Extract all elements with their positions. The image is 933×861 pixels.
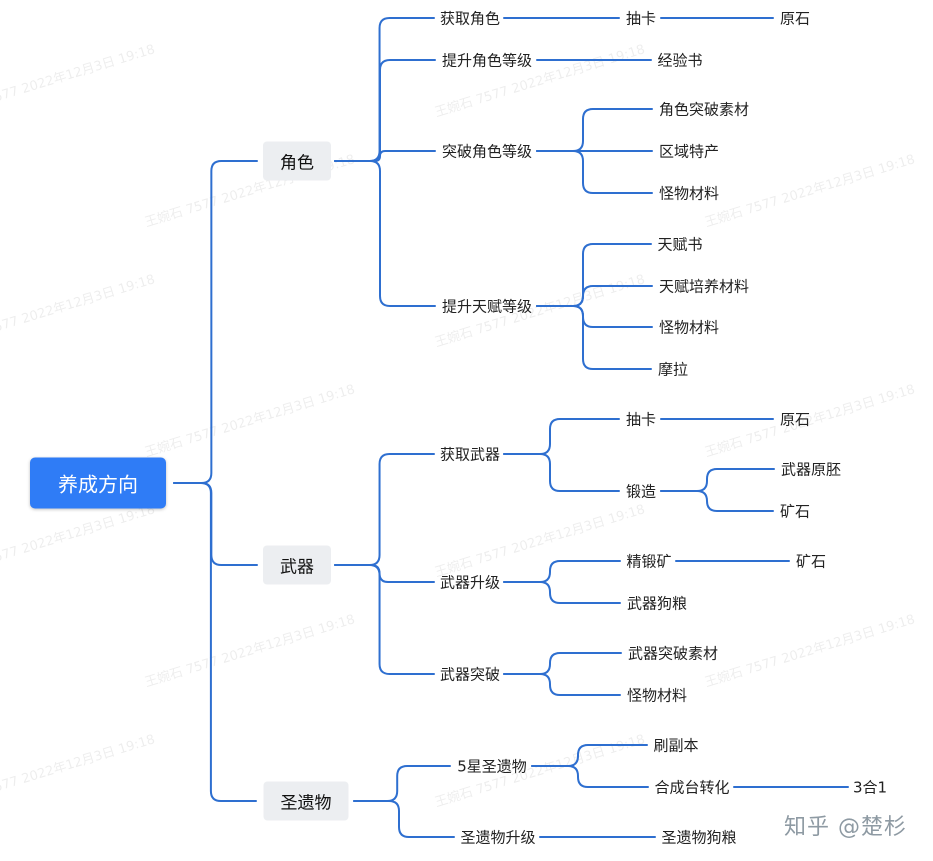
topic-node-c-yuanshi[interactable]: 原石 [779,9,811,28]
connector-wuqi-to-w-tupo [334,564,435,675]
branch-node-artifact[interactable]: 圣遗物 [263,781,349,821]
connector-w-tupo-to-w-guaiwu [503,673,621,696]
topic-node-c-mola[interactable]: 摩拉 [657,360,689,379]
connector-w-shengji-to-w-jingduan [503,560,621,583]
topic-node-w-yuanpi[interactable]: 武器原胚 [780,460,842,479]
topic-node-s-3he1[interactable]: 3合1 [852,778,888,797]
root-topic-node[interactable]: 养成方向 [30,457,166,509]
connector-wuqi-to-w-huoqu [334,453,435,566]
connector-s-5xing-to-s-hecheng [531,765,649,788]
connector-root-to-juese [173,160,258,484]
connector-juese-to-c-tupo [334,150,436,162]
topic-node-c-tupo[interactable]: 突破角色等级 [441,142,533,161]
topic-node-c-jingyan[interactable]: 经验书 [657,51,703,70]
topic-node-c-guaiwu2[interactable]: 怪物材料 [658,318,720,337]
topic-node-s-fuben[interactable]: 刷副本 [653,736,699,755]
topic-node-s-shengji[interactable]: 圣遗物升级 [460,828,536,847]
topic-node-s-5xing[interactable]: 5星圣遗物 [457,757,527,776]
topic-node-w-guaiwu[interactable]: 怪物材料 [626,686,688,705]
topic-node-w-chouka[interactable]: 抽卡 [625,410,657,429]
branch-node-character[interactable]: 角色 [263,141,331,181]
topic-node-w-tupo[interactable]: 武器突破 [439,665,501,684]
topic-node-c-tianfu[interactable]: 提升天赋等级 [441,297,533,316]
connector-shengyiwu-to-s-5xing [353,765,451,802]
connector-w-duanzao-to-w-yuanpi [660,468,775,492]
connector-w-shengji-to-w-gouliang [503,581,621,604]
topic-node-w-duanzao[interactable]: 锻造 [625,482,657,501]
topic-node-s-gouliang[interactable]: 圣遗物狗粮 [661,828,737,847]
topic-node-w-jingduan[interactable]: 精锻矿 [626,552,672,571]
connector-juese-to-c-huoqu [334,17,435,162]
topic-node-c-chouka[interactable]: 抽卡 [625,9,657,28]
connector-juese-to-c-tianfu [334,160,436,307]
topic-node-w-gouliang[interactable]: 武器狗粮 [626,594,688,613]
topic-node-w-yuanshi[interactable]: 原石 [779,410,811,429]
connector-wuqi-to-w-shengji [334,564,435,583]
topic-node-c-guaiwu1[interactable]: 怪物材料 [658,184,720,203]
connector-w-tupo-to-w-tupo-sucai [503,652,622,675]
connector-c-tupo-to-c-tupo-sucai [536,108,653,152]
brand-watermark: 知乎 @楚杉 [784,815,907,840]
topic-node-w-tupo-sucai[interactable]: 武器突破素材 [627,644,719,663]
topic-node-c-tianfushu[interactable]: 天赋书 [657,235,703,254]
connector-c-tianfu-to-c-mola [536,305,652,370]
connector-w-huoqu-to-w-duanzao [503,453,620,492]
topic-node-w-shengji[interactable]: 武器升级 [439,573,501,592]
connector-w-duanzao-to-w-kuangshi1 [660,490,774,512]
connector-c-tianfu-to-c-tianfu-peiyang [536,285,653,307]
connector-juese-to-c-tisheng [334,59,436,162]
connector-c-tianfu-to-c-tianfushu [536,243,652,307]
topic-node-w-kuangshi1[interactable]: 矿石 [779,502,811,521]
connector-c-tupo-to-c-guaiwu1 [536,150,653,194]
branch-node-weapon[interactable]: 武器 [263,545,331,585]
topic-node-c-huoqu[interactable]: 获取角色 [439,9,501,28]
connector-root-to-shengyiwu [173,482,257,802]
topic-node-c-tisheng[interactable]: 提升角色等级 [441,51,533,70]
connector-shengyiwu-to-s-shengji [353,800,455,838]
topic-node-w-huoqu[interactable]: 获取武器 [439,445,501,464]
connector-s-5xing-to-s-fuben [531,744,648,767]
connector-w-huoqu-to-w-chouka [503,418,620,455]
connector-c-tianfu-to-c-guaiwu2 [536,305,653,328]
topic-node-s-hecheng[interactable]: 合成台转化 [654,778,730,797]
topic-node-w-kuangshi2[interactable]: 矿石 [795,552,827,571]
topic-node-c-tianfu-peiyang[interactable]: 天赋培养材料 [658,277,750,296]
topic-node-c-quyu[interactable]: 区域特产 [658,142,720,161]
topic-node-c-tupo-sucai[interactable]: 角色突破素材 [658,100,750,119]
connector-root-to-wuqi [173,482,258,566]
